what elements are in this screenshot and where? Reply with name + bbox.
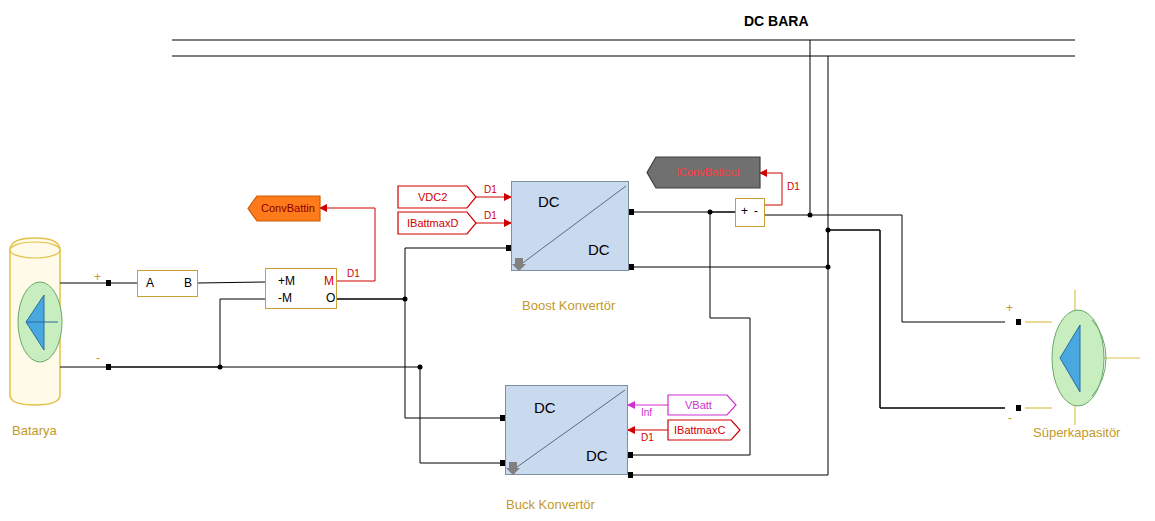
terminal-polarity: + (94, 271, 101, 284)
supercapacitor-symbol (1016, 290, 1140, 425)
battery-symbol (10, 238, 111, 405)
sum-block: +- (735, 198, 765, 227)
power-wire (110, 299, 265, 367)
signal-label: Inf (640, 407, 653, 418)
battery: Batarya (4, 228, 110, 443)
node-text: O (326, 292, 335, 305)
node-shape (506, 386, 629, 476)
terminal-polarity: - (1008, 412, 1012, 425)
node-text: B (184, 277, 192, 290)
current-meter: +M -M MO (265, 268, 337, 309)
boost-converter: DCDCBoost Konvertör (511, 181, 629, 271)
terminal-polarity: - (96, 352, 100, 365)
node-text: Boost Konvertör (522, 299, 615, 313)
node-text: Süperkapasitör (1033, 426, 1120, 440)
signal-line (476, 223, 511, 224)
from-tag: VDC2 (398, 186, 476, 208)
terminal-polarity: + (1006, 302, 1013, 315)
scaling-block: AB (137, 270, 198, 297)
node-text: IBattmaxD (407, 217, 458, 229)
node-text: DC (534, 400, 556, 417)
node-text: ConvBattin (261, 202, 315, 214)
signal-label: D1 (786, 181, 801, 192)
node-text: IConvBattout (676, 166, 740, 178)
node-text: DC (588, 242, 610, 259)
power-wire (628, 212, 750, 455)
node-text: A (146, 277, 154, 290)
from-tag: IBattmaxC (668, 420, 740, 440)
signal-label: D1 (483, 184, 498, 195)
signal-label: D1 (483, 210, 498, 221)
power-wire (629, 230, 1005, 408)
bus-title: DC BARA (744, 14, 809, 29)
signal-line (628, 430, 668, 431)
power-wire (110, 367, 505, 463)
signal-label: D1 (640, 432, 655, 443)
node-text: Batarya (12, 424, 57, 438)
bus-tap (810, 40, 811, 215)
node-text: Buck Konvertör (506, 498, 595, 512)
power-wire (337, 248, 511, 299)
goto-tag: ConvBattin (248, 196, 320, 221)
node-text: M (324, 275, 334, 288)
node-text: + (741, 205, 748, 218)
node-shape (512, 182, 630, 272)
power-wire (198, 282, 265, 283)
bus-tap (828, 56, 829, 230)
signal-label: D1 (346, 268, 361, 279)
node-text: DC (586, 448, 608, 465)
from-tag: IBattmaxD (398, 212, 476, 234)
node-text: IBattmaxC (674, 424, 725, 436)
power-wire (765, 215, 1005, 322)
signal-line (476, 197, 511, 198)
node-text: DC (538, 194, 560, 211)
goto-tag: IConvBattout (647, 157, 760, 188)
power-wire (110, 283, 137, 284)
node-text: +M (278, 275, 295, 288)
node-text: -M (278, 292, 292, 305)
dc-bus-line (172, 55, 1075, 56)
node-text: VDC2 (418, 191, 447, 203)
node-text: VBatt (685, 399, 712, 411)
signal-line (628, 405, 668, 406)
dc-bus-line (172, 39, 1075, 40)
buck-converter: DCDCBuck Konvertör (505, 385, 628, 475)
power-wire (337, 299, 505, 418)
supercapacitor: Süperkapasitör (1005, 285, 1145, 445)
node-text: - (754, 205, 758, 218)
from-tag: VBatt (668, 395, 736, 415)
power-wire (628, 230, 1005, 475)
